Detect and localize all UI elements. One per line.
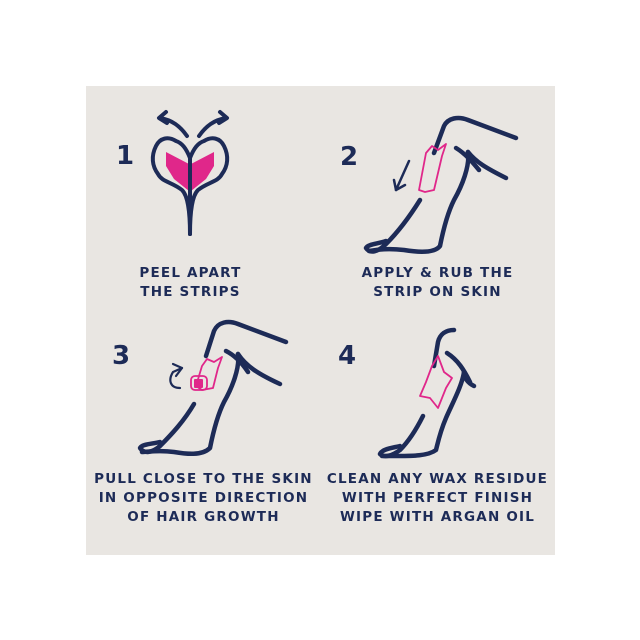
step-number: 3 xyxy=(112,341,131,371)
step-caption: PEEL APART THE STRIPS xyxy=(139,265,242,300)
wipe-leg-icon xyxy=(377,327,477,459)
instructions-panel: 1 PEEL APART THE STRIPS 2 xyxy=(86,86,555,555)
step-number: 1 xyxy=(116,141,135,171)
step-number: 4 xyxy=(338,341,357,371)
peel-strips-icon xyxy=(150,110,230,236)
apply-strip-leg-icon xyxy=(363,115,519,254)
pull-strip-leg-icon xyxy=(137,319,289,456)
step-caption: APPLY & RUB THE STRIP ON SKIN xyxy=(361,265,514,300)
step-caption: CLEAN ANY WAX RESIDUE WITH PERFECT FINIS… xyxy=(326,471,549,525)
step-number: 2 xyxy=(340,142,359,172)
step-caption: PULL CLOSE TO THE SKIN IN OPPOSITE DIREC… xyxy=(94,471,313,525)
